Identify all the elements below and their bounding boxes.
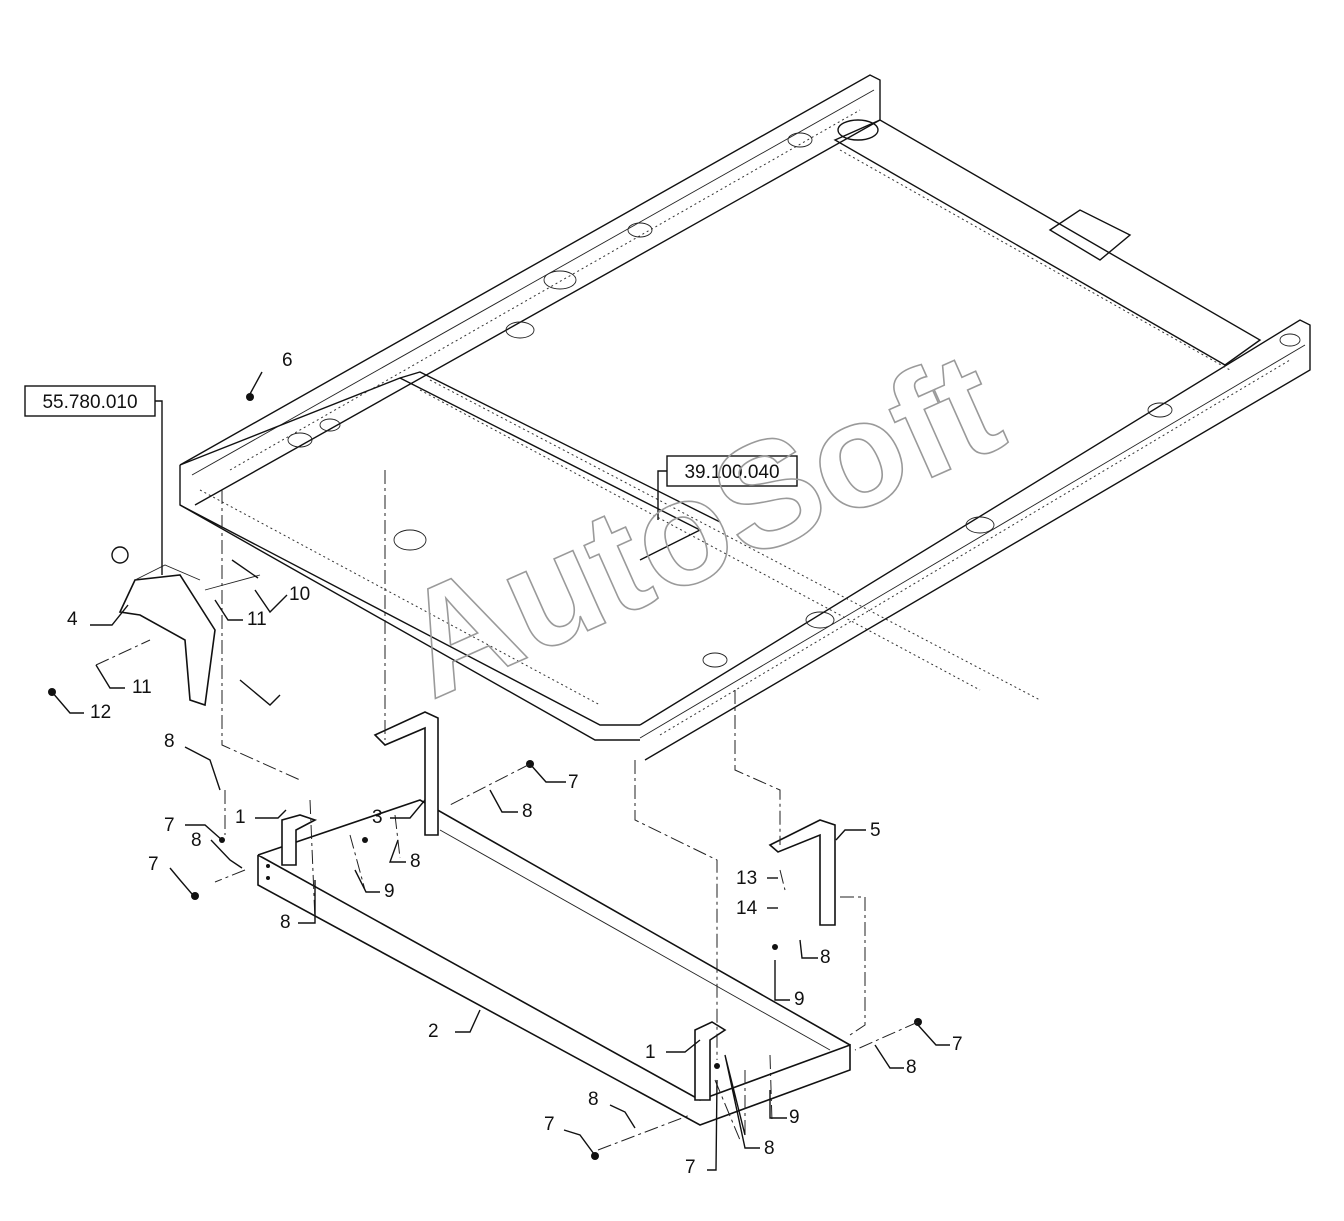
callout-10: 10 [289,584,310,605]
watermark: AutoSoft [376,317,1024,730]
part-1-bracket-right [694,1021,727,1101]
callout-8-d: 8 [522,801,533,822]
callout-11-lower: 11 [132,677,152,698]
callout-11-upper: 11 [247,609,267,630]
callout-8-h: 8 [588,1089,599,1110]
callout-5: 5 [870,820,881,841]
rail-holes-left [287,132,813,551]
callout-7-f: 7 [685,1157,696,1178]
assembly-guides [214,470,919,1151]
callout-8-g: 8 [906,1057,917,1078]
bracket-assembly-left [48,546,281,707]
callout-8-f: 8 [820,947,831,968]
callout-4: 4 [67,609,78,630]
chassis-frame [179,74,1311,761]
part-2-crossbar [257,799,851,1126]
callout-9-right: 9 [789,1107,800,1128]
callout-12: 12 [90,702,111,723]
reference-box-center[interactable]: 39.100.040 [657,455,798,520]
callout-8-b: 8 [191,830,202,851]
callout-8-e: 8 [410,851,421,872]
watermark-text: AutoSoft [377,318,1024,729]
part-1-bracket-left [281,814,318,866]
callout-9-mid: 9 [794,989,805,1010]
callout-6: 6 [282,350,293,371]
part-3-bracket [373,711,439,836]
callout-7-e: 7 [544,1114,555,1135]
callout-1-right: 1 [645,1042,656,1063]
reference-center-text: 39.100.040 [684,462,779,483]
callout-14: 14 [736,898,758,919]
part-5-bracket [768,819,836,926]
callout-7-c: 7 [568,772,579,793]
callout-7-b: 7 [148,854,159,875]
callout-labels: 6 10 11 4 11 12 8 7 1 8 7 8 3 8 7 8 9 5 … [67,350,963,1178]
reference-left-text: 55.780.010 [42,392,137,413]
callout-8-i: 8 [764,1138,775,1159]
callout-13: 13 [736,868,757,889]
callout-2: 2 [428,1021,439,1042]
callout-9-left: 9 [384,881,395,902]
reference-box-left[interactable]: 55.780.010 [24,385,163,575]
callout-leaders [51,371,950,1171]
rail-holes-right [702,333,1301,668]
callout-7-d: 7 [952,1034,963,1055]
callout-3: 3 [372,807,383,828]
callout-8-a: 8 [164,731,175,752]
callout-1-left: 1 [235,807,246,828]
callout-8-c: 8 [280,912,291,933]
callout-7-a: 7 [164,815,175,836]
